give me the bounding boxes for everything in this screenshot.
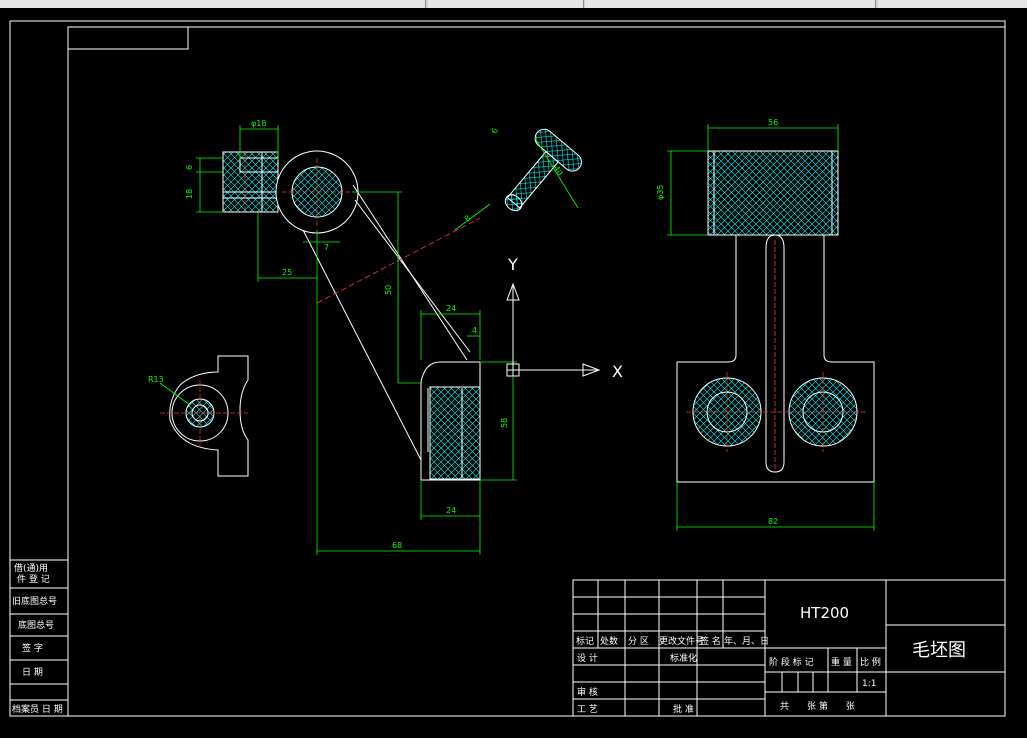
dim-4: 4 bbox=[472, 326, 477, 335]
scale-value: 1:1 bbox=[862, 679, 876, 689]
left-dimensions bbox=[196, 125, 579, 555]
code-box bbox=[67, 26, 189, 50]
hdr-sign: 签 名 bbox=[700, 635, 721, 647]
inner-frame bbox=[67, 26, 1006, 717]
hdr-zone: 分 区 bbox=[628, 636, 649, 647]
toolbar-segment[interactable] bbox=[115, 0, 426, 8]
scale-label: 比 例 bbox=[860, 656, 881, 668]
side-date: 日 期 bbox=[22, 667, 43, 678]
drawing-canvas[interactable]: φ18 6 18 7 25 50 24 4 58 24 68 6 40 8 Y … bbox=[0, 8, 1027, 734]
weight-label: 重 量 bbox=[831, 656, 852, 668]
drawing-name: 毛坯图 bbox=[912, 640, 966, 661]
hdr-change-doc: 更改文件号 bbox=[659, 635, 704, 647]
row-design: 设 计 bbox=[577, 652, 598, 664]
section-line bbox=[316, 217, 481, 304]
axis-x-label: X bbox=[612, 362, 623, 381]
dim-8: 8 bbox=[463, 213, 473, 223]
title-block bbox=[572, 579, 1006, 717]
side-archivist: 档案员 日 期 bbox=[12, 703, 63, 715]
dim-40: 40 bbox=[552, 164, 565, 177]
right-view bbox=[676, 150, 875, 483]
toolbar-segment[interactable] bbox=[0, 0, 51, 8]
dim-7: 7 bbox=[324, 243, 329, 252]
dim-58: 58 bbox=[500, 418, 509, 428]
row-approve: 批 准 bbox=[673, 703, 694, 715]
ucs-icon bbox=[506, 282, 601, 377]
dim-68: 68 bbox=[392, 541, 402, 550]
stage-mark: 阶 段 标 记 bbox=[769, 656, 814, 668]
hdr-count: 处数 bbox=[600, 635, 618, 647]
side-total: 底图总号 bbox=[18, 619, 54, 631]
right-dimensions bbox=[667, 124, 875, 531]
hdr-mark: 标记 bbox=[576, 635, 594, 647]
dim-6: 6 bbox=[185, 165, 194, 170]
t-section bbox=[504, 128, 582, 212]
side-block bbox=[9, 559, 69, 717]
dim-82: 82 bbox=[768, 517, 778, 526]
left-view bbox=[222, 128, 582, 481]
side-sign: 签 字 bbox=[22, 642, 43, 654]
dim-r13: R13 bbox=[148, 375, 164, 384]
hdr-date: 年、月、日 bbox=[724, 635, 769, 647]
axis-y-label: Y bbox=[507, 255, 518, 274]
side-old-total: 旧底图总号 bbox=[12, 595, 57, 607]
dim-6-t: 6 bbox=[490, 127, 500, 136]
material-label: HT200 bbox=[800, 604, 849, 622]
toolbar-segment[interactable] bbox=[878, 0, 1027, 8]
dim-24-bot: 24 bbox=[446, 506, 456, 515]
toolbar-segment[interactable] bbox=[585, 0, 876, 8]
side-register: 件 登 记 bbox=[17, 573, 50, 585]
toolbar-segment[interactable] bbox=[428, 0, 584, 8]
dim-phi18: φ18 bbox=[251, 119, 266, 128]
dim-56: 56 bbox=[768, 118, 778, 127]
dim-phi35: φ35 bbox=[656, 185, 665, 200]
row-standardize: 标准化 bbox=[670, 652, 697, 664]
end-view bbox=[159, 355, 249, 477]
dim-18: 18 bbox=[185, 189, 194, 199]
lug-top bbox=[239, 157, 279, 173]
cad-drawing: φ18 6 18 7 25 50 24 4 58 24 68 6 40 8 Y … bbox=[9, 20, 1006, 717]
dim-25: 25 bbox=[282, 268, 292, 277]
row-review: 审 核 bbox=[577, 686, 598, 698]
lug-hatch bbox=[222, 151, 279, 213]
sheets-label: 共 张 第 张 bbox=[780, 700, 855, 712]
block-hatch bbox=[429, 386, 481, 480]
side-shared: 借(通)用 bbox=[14, 562, 48, 574]
cad-toolbar-strip bbox=[0, 0, 1027, 8]
dim-50: 50 bbox=[384, 285, 393, 295]
row-process: 工 艺 bbox=[577, 704, 598, 715]
toolbar-segment[interactable] bbox=[50, 0, 116, 8]
dim-24-top: 24 bbox=[446, 304, 456, 313]
